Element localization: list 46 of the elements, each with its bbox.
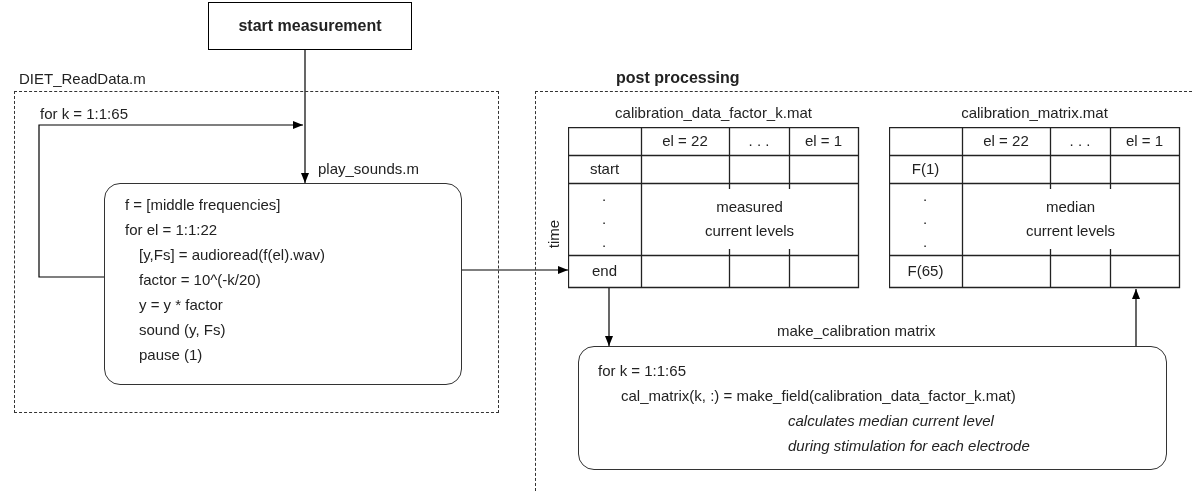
arrow bbox=[38, 121, 304, 278]
ellipsis-dot: . bbox=[923, 189, 928, 203]
process-box bbox=[208, 2, 412, 50]
column-header: . . . bbox=[1068, 131, 1092, 151]
code-line: for k = 1:1:65 bbox=[598, 362, 686, 380]
code-line: cal_matrix(k, :) = make_field(calibration_data_factor_k.mat) bbox=[621, 387, 1016, 405]
box-title: start measurement bbox=[238, 17, 382, 35]
code-line: sound (y, Fs) bbox=[139, 321, 226, 339]
row-label: F(65) bbox=[906, 261, 945, 281]
arrow bbox=[301, 49, 309, 184]
arrow bbox=[461, 266, 569, 274]
arrow bbox=[605, 287, 613, 347]
arrow bbox=[1132, 288, 1140, 347]
column-header: el = 1 bbox=[803, 131, 844, 151]
group-title: DIET_ReadData.m bbox=[19, 70, 146, 88]
code-box bbox=[104, 183, 462, 385]
code-line: for el = 1:1:22 bbox=[125, 221, 218, 239]
row-label: F(1) bbox=[910, 159, 941, 179]
code-line: pause (1) bbox=[139, 346, 203, 364]
column-header: el = 1 bbox=[1124, 131, 1165, 151]
code-line: f = [middle frequencies] bbox=[125, 196, 281, 214]
comment-text: calculates median current level bbox=[788, 412, 994, 430]
cell-text: measured current levels bbox=[703, 197, 796, 241]
ellipsis-dot: . bbox=[602, 235, 607, 249]
ellipsis-dot: . bbox=[602, 212, 607, 226]
group-title: post processing bbox=[616, 69, 740, 87]
caption-label: play_sounds.m bbox=[318, 160, 419, 178]
ellipsis-dot: . bbox=[602, 189, 607, 203]
ellipsis-dot: . bbox=[923, 212, 928, 226]
axis-label: time bbox=[545, 219, 564, 249]
code-line: y = y * factor bbox=[139, 296, 223, 314]
caption-label: make_calibration matrix bbox=[777, 322, 936, 340]
code-box bbox=[578, 346, 1167, 470]
column-header: el = 22 bbox=[982, 131, 1030, 151]
edge-label: for k = 1:1:65 bbox=[40, 105, 128, 123]
cell-text: median current levels bbox=[1024, 197, 1117, 241]
column-header: . . . bbox=[747, 131, 771, 151]
table-title: calibration_matrix.mat bbox=[960, 104, 1109, 121]
table-title: calibration_data_factor_k.mat bbox=[614, 104, 813, 121]
code-line: [y,Fs] = audioread(f(el).wav) bbox=[139, 246, 326, 264]
comment-text: during stimulation for each electrode bbox=[788, 437, 1030, 455]
code-line: factor = 10^(-k/20) bbox=[139, 271, 261, 289]
row-label: start bbox=[588, 159, 621, 179]
row-label: end bbox=[591, 261, 618, 281]
ellipsis-dot: . bbox=[923, 235, 928, 249]
column-header: el = 22 bbox=[661, 131, 709, 151]
